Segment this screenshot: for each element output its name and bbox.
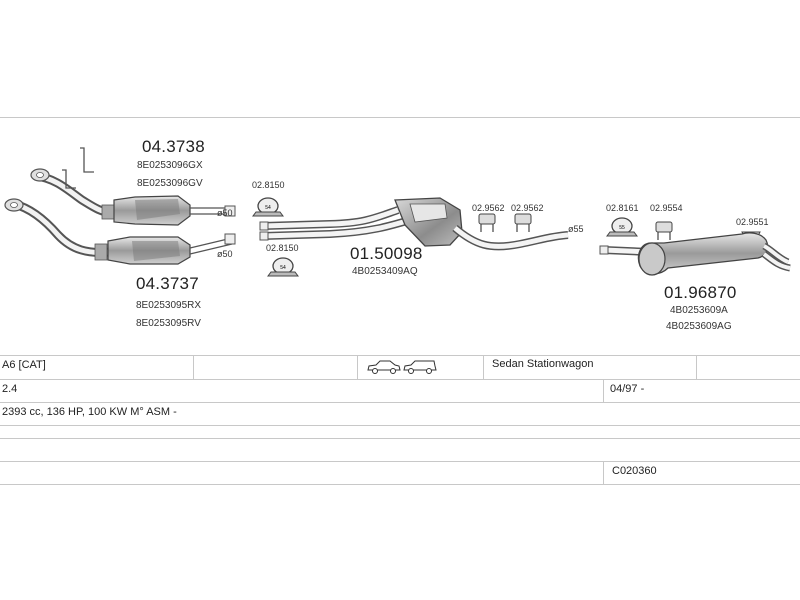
table-row-line-3: [0, 425, 800, 426]
sedan-car-icon: [367, 360, 401, 374]
catalytic-converter-lower: [4, 169, 236, 265]
middle-silencer: [259, 197, 569, 251]
part-number-middle: 01.50098: [350, 244, 423, 263]
part-ref-middle: 4B0253409AQ: [352, 266, 418, 277]
sensor-lower-icon: [62, 169, 76, 189]
rubber-mount-b-icon: [514, 213, 532, 232]
car-icons: [367, 360, 437, 374]
mount-c-number: 02.9554: [650, 203, 683, 213]
diameter-middle: ø55: [568, 224, 584, 234]
clamp-rear-number: 02.8161: [606, 203, 639, 213]
col-divider-2: [357, 355, 358, 379]
part-number-cat-upper: 04.3738: [142, 137, 205, 156]
clamp-upper-icon: 54: [252, 197, 284, 217]
part-ref-rear-2: 4B0253609AG: [666, 321, 732, 332]
clamp-rear-icon: 55: [606, 217, 638, 237]
table-row-line-6: [0, 484, 800, 485]
clamp-upper-number: 02.8150: [252, 180, 285, 190]
stationwagon-car-icon: [403, 360, 437, 374]
table-body-types: Sedan Stationwagon: [492, 358, 594, 370]
table-row-line-4: [0, 438, 800, 439]
part-number-cat-lower: 04.3737: [136, 274, 199, 293]
exhaust-system-diagram: 54 54 55: [4, 147, 791, 277]
col-divider-6: [696, 355, 697, 379]
catalytic-converter-upper: [30, 147, 236, 226]
table-row-line-1: [0, 379, 800, 380]
clamp-lower-icon: 54: [267, 257, 299, 277]
col-divider-5: [603, 461, 604, 484]
mount-d-number: 02.9551: [736, 217, 769, 227]
diameter-upper: ø50: [217, 208, 233, 218]
table-row-line-5: [0, 461, 800, 462]
col-divider-1: [193, 355, 194, 379]
top-border: [0, 117, 800, 118]
sensor-upper-icon: [80, 147, 94, 173]
col-divider-3: [483, 355, 484, 379]
table-date: 04/97 -: [610, 383, 645, 395]
part-number-rear: 01.96870: [664, 283, 737, 302]
table-model: A6 [CAT]: [2, 359, 46, 371]
part-ref-cat-upper-1: 8E0253096GX: [137, 160, 203, 171]
part-ref-cat-upper-2: 8E0253096GV: [137, 178, 203, 189]
table-engine: 2.4: [2, 383, 18, 395]
svg-text:54: 54: [280, 265, 286, 271]
part-ref-cat-lower-2: 8E0253095RV: [136, 318, 201, 329]
rubber-mount-a-icon: [478, 213, 496, 232]
clamp-lower-number: 02.8150: [266, 243, 299, 253]
rubber-mount-c-icon: [655, 221, 673, 240]
mount-a-number: 02.9562: [472, 203, 505, 213]
table-spec: 2393 cc, 136 HP, 100 KW M° ASM -: [2, 406, 177, 418]
svg-text:55: 55: [619, 225, 625, 231]
table-row-line-2: [0, 402, 800, 403]
part-ref-cat-lower-1: 8E0253095RX: [136, 300, 202, 311]
diagram-bottom-border: [0, 355, 800, 356]
svg-text:54: 54: [265, 205, 271, 211]
mount-b-number: 02.9562: [511, 203, 544, 213]
rear-silencer: [599, 232, 791, 276]
part-ref-rear-1: 4B0253609A: [670, 305, 728, 316]
col-divider-4: [603, 379, 604, 402]
diameter-lower: ø50: [217, 249, 233, 259]
table-code: C020360: [612, 465, 657, 477]
